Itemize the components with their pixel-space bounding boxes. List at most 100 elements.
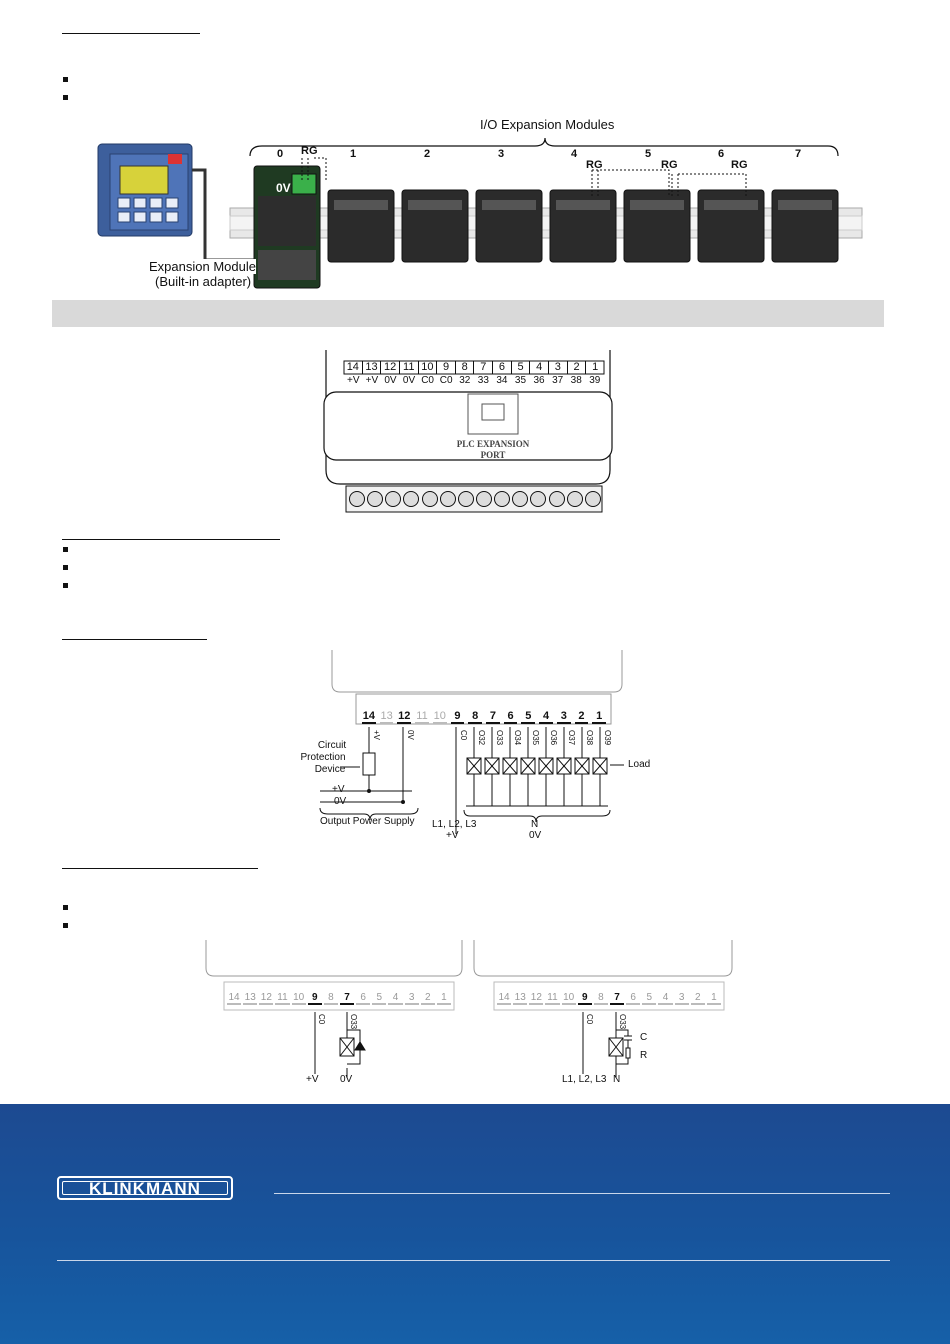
suppression-terminal: 8 (593, 992, 608, 1005)
wiring-terminal: 3 (556, 710, 571, 724)
wiring-terminal: 10 (432, 710, 447, 724)
suppression-diagrams: 14 13 12 11 10 9 8 7 6 5 4 3 2 1 14 13 1… (200, 940, 740, 1090)
expansion-modules-svg: 0V (97, 137, 863, 289)
terminal-cell: 4 (530, 361, 550, 374)
logo-text: KLINKMANN (62, 1180, 228, 1197)
right-l-label: L1, L2, L3 (562, 1074, 607, 1085)
signal-label: C0 (421, 375, 434, 386)
signal-label: C0 (439, 375, 453, 386)
section-heading-underline (62, 33, 200, 34)
module-number: 6 (718, 148, 725, 160)
o33-label: O33 (349, 1014, 358, 1030)
o33-label: O33 (618, 1014, 627, 1030)
module-number: 4 (571, 148, 578, 160)
resistor-label: R (640, 1050, 648, 1061)
bracket-title: I/O Expansion Modules (480, 117, 615, 132)
c0-label: C0 (585, 1014, 594, 1025)
capacitor-label: C (640, 1032, 648, 1043)
wiring-terminal: 12 (397, 710, 412, 724)
terminal-cell: 6 (493, 361, 512, 374)
suppression-terminal: 14 (227, 992, 242, 1005)
vertical-label: O32 (477, 730, 486, 746)
signal-label: 37 (552, 375, 564, 386)
wiring-terminal: 9 (450, 710, 465, 724)
expansion-module-sublabel: (Built-in adapter) (155, 274, 252, 289)
suppression-terminal: 12 (529, 992, 544, 1005)
vertical-label: C0 (459, 730, 468, 741)
wiring-terminal: 14 (362, 710, 376, 724)
suppression-terminal: 6 (356, 992, 371, 1005)
rg-label: RG (301, 145, 318, 157)
terminal-cell: 9 (437, 361, 456, 374)
terminal-cell: 3 (549, 361, 568, 374)
plus-v-bottom-label: +V (446, 830, 459, 841)
signal-label: 0V (402, 375, 416, 386)
footer-line (57, 1260, 890, 1261)
terminal-cell: 10 (419, 361, 438, 374)
signal-label: +V (365, 375, 379, 386)
suppression-terminal: 1 (706, 992, 721, 1005)
wiring-terminal: 13 (379, 710, 394, 724)
suppression-right-terminal-row: 14 13 12 11 10 9 8 7 6 5 4 3 2 1 (496, 992, 722, 1005)
suppression-terminal: 2 (420, 992, 435, 1005)
terminal-cell: 11 (400, 361, 419, 374)
suppression-terminal: 8 (323, 992, 338, 1005)
signal-label: 0V (384, 375, 397, 386)
n-label: N (531, 819, 539, 830)
suppression-left-terminal-row: 14 13 12 11 10 9 8 7 6 5 4 3 2 1 (226, 992, 452, 1005)
section-heading-underline (62, 639, 207, 640)
suppression-terminal: 9 (577, 992, 592, 1005)
rg-label: RG (586, 159, 603, 171)
circuit-protection-label-3: Device (314, 764, 346, 775)
bullet-marker (63, 565, 68, 570)
section-bar (52, 300, 884, 327)
bullet-marker (63, 923, 68, 928)
klinkmann-logo: KLINKMANN (57, 1176, 233, 1200)
screw-terminal-row (348, 488, 602, 510)
vertical-label: 0V (406, 730, 415, 740)
vertical-label: +V (372, 730, 381, 741)
wiring-terminal: 5 (521, 710, 536, 724)
l1-l2-l3-label: L1, L2, L3 (432, 819, 477, 830)
vertical-label: O38 (585, 730, 594, 746)
output-power-supply-label: Output Power Supply (320, 816, 415, 827)
zero-v-bottom-label: 0V (529, 830, 542, 841)
zero-v-label: 0V (334, 796, 347, 807)
signal-label: 38 (570, 375, 582, 386)
screw-icon (367, 491, 384, 507)
screw-icon (584, 491, 601, 507)
footer-line (274, 1193, 890, 1194)
terminal-cell: 5 (512, 361, 531, 374)
port-label: PLC EXPANSION (456, 439, 530, 449)
right-n-label: N (613, 1074, 621, 1085)
terminal-row: 14 13 12 11 10 9 8 7 6 5 4 3 2 1 (344, 361, 604, 374)
rg-label: RG (661, 159, 678, 171)
circuit-protection-label: Circuit (317, 740, 347, 751)
module-number: 0 (277, 148, 284, 160)
left-zero-v-label: 0V (340, 1074, 353, 1085)
signal-label: 36 (533, 375, 545, 386)
terminal-cell: 1 (592, 361, 599, 373)
load-label: Load (628, 759, 651, 770)
module-number: 5 (645, 148, 652, 160)
wiring-terminal: 11 (415, 710, 429, 724)
suppression-terminal: 10 (561, 992, 576, 1005)
output-wiring-diagram: 14 13 12 11 10 9 8 7 6 5 4 3 2 1 +V 0V C… (280, 648, 680, 848)
circuit-protection-label-2: Protection (300, 752, 346, 763)
signal-label: 39 (589, 375, 601, 386)
vertical-label: O36 (549, 730, 558, 746)
vertical-label: O37 (567, 730, 576, 746)
suppression-terminal: 3 (404, 992, 419, 1005)
screw-icon (548, 491, 565, 507)
signal-label: +V (347, 375, 360, 386)
signal-label: 34 (496, 375, 508, 386)
terminal-cell: 14 (344, 361, 363, 374)
suppression-terminal: 7 (339, 992, 355, 1005)
screw-icon (439, 491, 456, 507)
section-heading-underline (62, 868, 258, 869)
screw-icon (457, 491, 474, 507)
bullet-marker (63, 77, 68, 82)
signal-row: +V +V 0V 0V C0 C0 32 33 34 35 36 37 38 3… (344, 375, 604, 386)
bullet-marker (63, 95, 68, 100)
wiring-terminal: 7 (486, 710, 500, 724)
